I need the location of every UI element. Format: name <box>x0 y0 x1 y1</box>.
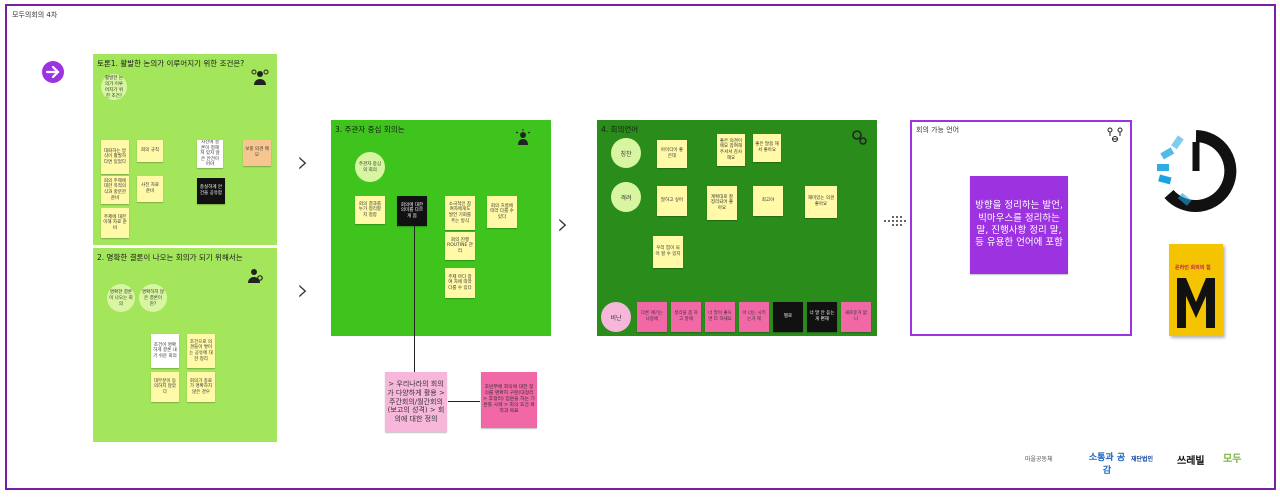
topic-circle[interactable]: 주관자 중심의 회의 <box>355 152 385 182</box>
frame-discussion-2[interactable]: 2. 명확한 결론이 나오는 회의가 되기 위해서는 명확한 결론이 나오는 회… <box>93 248 277 442</box>
sticky-note[interactable]: 주제 마다 참여 자에 따라 다를 수 있다 <box>445 268 475 298</box>
sticky-note[interactable]: 너 말 안 듣는게 편해 <box>807 302 837 332</box>
sticky-note[interactable]: 좋은 의견이에요 참여해주셔서 감사해요 <box>717 134 745 166</box>
frame-meeting-language[interactable]: 4. 회의언어 칭찬 격려 비난 아이디어 좋은데 좋은 의견이에요 참여해주셔… <box>597 120 877 336</box>
sticky-note[interactable]: 계획대로 잘 정리되어 좋아요 <box>707 186 737 220</box>
board-title: 모두의회의 4차 <box>12 11 58 19</box>
sticky-note[interactable]: 대부분이 동의하지 않았다 <box>151 372 179 402</box>
highlight-note[interactable]: 방향을 정리하는 발언, 빅마우스를 정리하는 말, 진행사항 정리 말, 등 … <box>970 176 1068 274</box>
frame-title: 토론1. 활발한 논의가 이루어지기 위한 조건은? <box>97 59 245 68</box>
sticky-note[interactable]: 말하고 싶어 <box>657 186 687 216</box>
dotted-arrow-icon <box>883 212 907 230</box>
connector-line <box>448 401 480 402</box>
person-gear-icon <box>245 266 263 284</box>
sticky-note[interactable]: 회의 흐름에 따라 다를 수 있다 <box>487 196 517 228</box>
frame-discussion-1[interactable]: 토론1. 활발한 논의가 이루어지기 위한 조건은? 활발한 논의가 이루어지기… <box>93 54 277 245</box>
sticky-note[interactable]: 보충 의견 메모 <box>243 140 271 166</box>
logo-brand: 쓰레빌 <box>1177 456 1205 467</box>
category-circle[interactable]: 격려 <box>611 182 641 212</box>
sticky-note[interactable]: 우리 힘이 되어 할 수 있지 <box>653 236 683 268</box>
presenter-icon <box>514 128 532 146</box>
frame-useful-language[interactable]: 회의 가능 언어 방향을 정리하는 발언, 빅마우스를 정리하는 말, 진행사항… <box>910 120 1132 336</box>
logo-community: 마을공동체 <box>1025 456 1053 463</box>
logo-communication: 소통과 공감 <box>1088 453 1126 476</box>
frame-title: 4. 회의언어 <box>601 125 639 134</box>
sticky-note[interactable]: 소극적인 참여자에게도 발언 기회를 주는 방식 <box>445 196 475 230</box>
sticky-note[interactable]: 회의 주제에 대한 목적의식과 충분한 준비 <box>101 176 129 204</box>
chevron-right-icon: › <box>297 273 309 308</box>
team-network-icon <box>1106 126 1124 144</box>
sticky-note[interactable]: 회의에 대한 의미를 다르게 봄 <box>397 196 427 226</box>
sticky-note[interactable]: 회의 규칙 <box>137 140 163 162</box>
sticky-note[interactable]: 주제에 대한 이해 자료 준비 <box>101 208 129 238</box>
book-title: 온라인 회의의 힘 <box>1175 265 1211 271</box>
sticky-note[interactable]: > 우리나라의 회의가 다양하게 활용 > 주간회의/월간회의(보고의 성격) … <box>385 372 447 432</box>
arrow-right-icon[interactable] <box>41 60 65 84</box>
topic-circle[interactable]: 활발한 논의가 이루어지기 위한 조건? <box>101 74 127 100</box>
sticky-note[interactable]: 대화하는 방식이 활발하다면 있었다 <box>101 140 129 174</box>
frame-host-centered[interactable]: 3. 주관자 중심 회의는 주관자 중심의 회의 회의 결과를 누가 정리할지 … <box>331 120 551 336</box>
sticky-note[interactable]: 새로운거 없니 <box>841 302 871 332</box>
sticky-note[interactable]: 사전 자료 준비 <box>137 176 163 202</box>
category-circle[interactable]: 칭찬 <box>611 138 641 168</box>
sticky-note[interactable]: 최고야 <box>753 186 783 216</box>
logo-foundation: 재단법인 <box>1131 456 1154 463</box>
sticky-note[interactable]: 재미있는 의견 좋아요 <box>805 186 837 218</box>
category-circle[interactable]: 비난 <box>601 302 631 332</box>
loading-spinner-graphic <box>1155 130 1237 212</box>
sticky-note[interactable]: 회의가 종료가 명확하지 않은 경우 <box>187 372 215 402</box>
sticky-note[interactable]: 생각을 좀 하고 말해 <box>671 302 701 332</box>
frame-title: 3. 주관자 중심 회의는 <box>335 125 405 134</box>
sticky-note[interactable]: 너 말이 좋으면 다 하세요 <box>705 302 735 332</box>
topic-circle[interactable]: 명확하지 않은 결론이란? <box>139 284 167 312</box>
sticky-note[interactable]: 조건이 명확하게 결론 내기 쉬운 회의 <box>151 334 179 368</box>
sticky-note[interactable]: 회의 결과를 누가 정리할지 정함 <box>355 196 385 224</box>
logo-modu: 모두 <box>1223 454 1242 465</box>
topic-circle[interactable]: 명확한 결론이 나오는 회의 <box>107 284 135 312</box>
book-cover: 온라인 회의의 힘 <box>1169 244 1223 336</box>
chevron-right-icon: › <box>297 145 309 180</box>
sticky-note[interactable]: 회의 진행 ROUTINE 관리 <box>445 232 475 260</box>
sticky-note[interactable]: 충실하게 안건을 공유함 <box>197 178 225 204</box>
sticky-note[interactable]: 아 너는 시키는거 해 <box>739 302 769 332</box>
sticky-note[interactable]: 별로 <box>773 302 803 332</box>
gears-icon <box>850 128 868 146</box>
frame-title: 2. 명확한 결론이 나오는 회의가 되기 위해서는 <box>97 253 243 262</box>
sticky-note[interactable]: 좋은 말씀 해서 좋아요 <box>753 134 781 162</box>
sticky-note[interactable]: 사전에 결론이 정해져 있지 않은 안건이어야 <box>197 140 223 168</box>
sticky-note[interactable]: 조건으로 의견들이 쌓이는 공유에 대한 정리 <box>187 334 215 368</box>
whiteboard-canvas[interactable]: 모두의회의 4차 토론1. 활발한 논의가 이루어지기 위한 조건은? 활발한 … <box>5 4 1276 490</box>
team-gears-icon <box>251 68 269 86</box>
sticky-note[interactable]: 다른 얘기는 나중에 <box>637 302 667 332</box>
frame-title: 회의 가능 언어 <box>916 126 960 134</box>
sticky-note[interactable]: 아이디어 좋은데 <box>657 140 687 168</box>
chevron-right-icon: › <box>557 207 569 242</box>
sticky-note[interactable]: 초반부에 회의에 대한 정의를 명확히 구분(대정리 > 후정리) 입문을 하는… <box>481 372 537 428</box>
connector-line <box>414 226 415 402</box>
